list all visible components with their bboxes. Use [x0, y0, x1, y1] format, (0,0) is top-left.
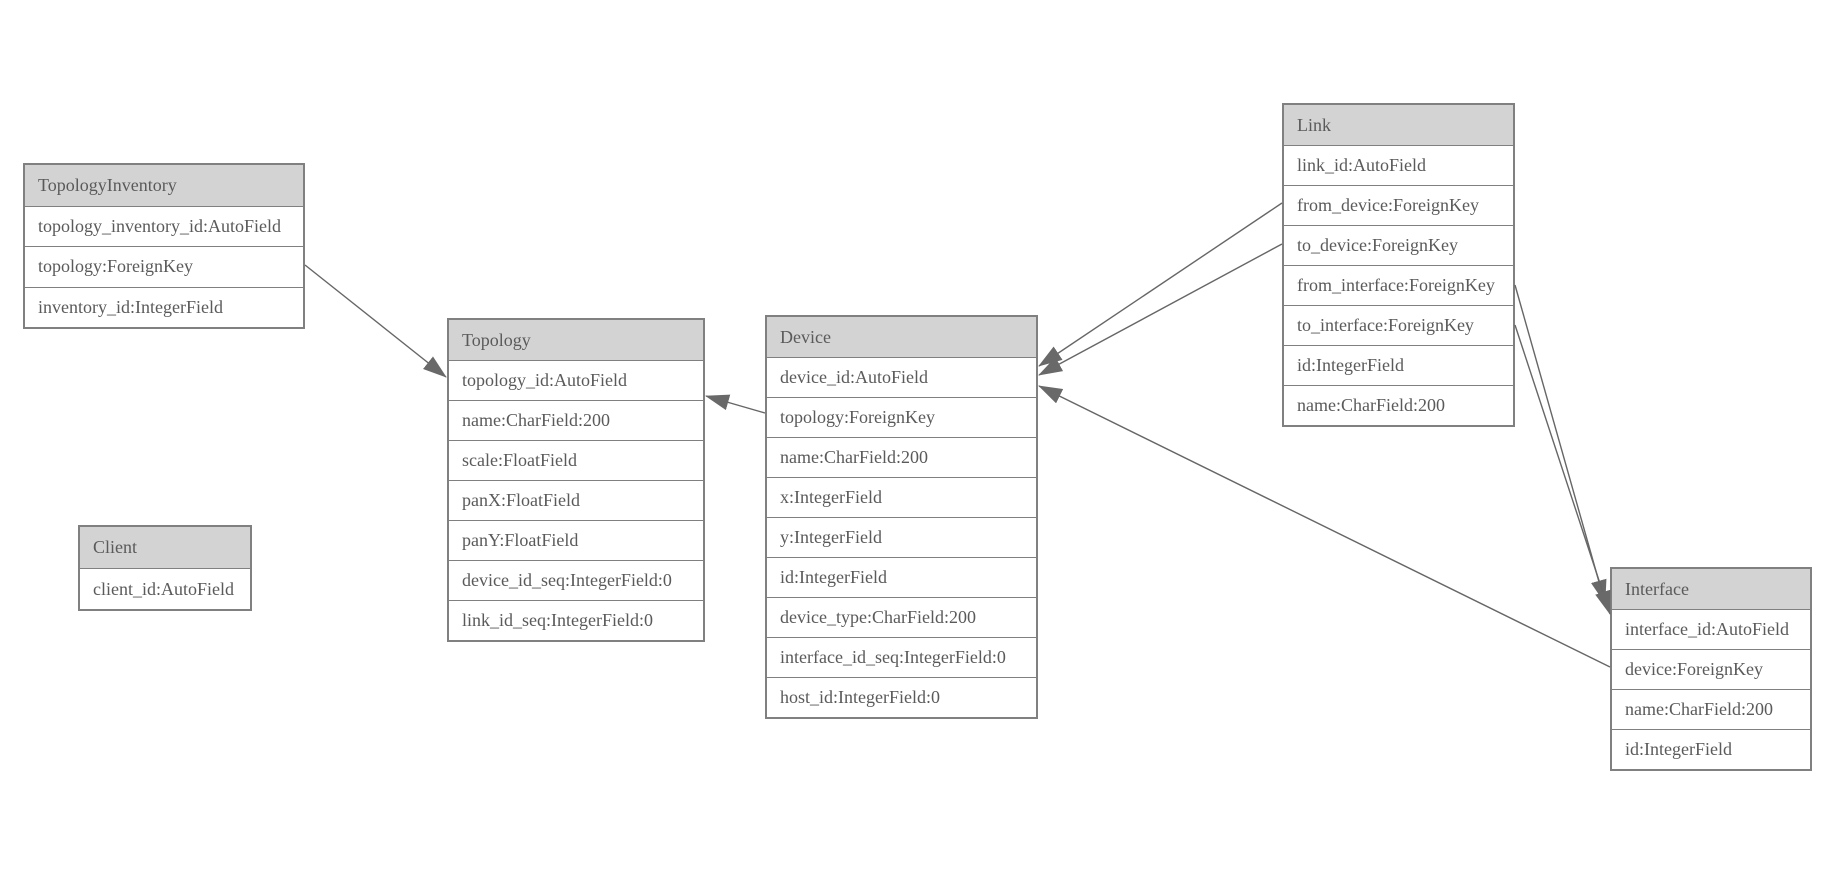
entity-field: link_id:AutoField: [1284, 145, 1513, 185]
relationship-link-from_device-device: [1038, 202, 1283, 367]
entity-title: Topology: [449, 320, 703, 360]
entity-field: device_id:AutoField: [767, 357, 1036, 397]
entity-field: id:IntegerField: [767, 557, 1036, 597]
entity-field: topology:ForeignKey: [25, 246, 303, 287]
entity-field: device_id_seq:IntegerField:0: [449, 560, 703, 600]
entity-field: topology_inventory_id:AutoField: [25, 205, 303, 246]
entity-field: client_id:AutoField: [80, 568, 250, 609]
entity-field: id:IntegerField: [1284, 345, 1513, 385]
relationship-link-from_interface-interface: [1514, 284, 1607, 604]
entity-field: device:ForeignKey: [1612, 649, 1810, 689]
entity-field: name:CharField:200: [449, 400, 703, 440]
entity-field: interface_id:AutoField: [1612, 609, 1810, 649]
entity-title: Interface: [1612, 569, 1810, 609]
entity-field: name:CharField:200: [1612, 689, 1810, 729]
entity-field: name:CharField:200: [1284, 385, 1513, 425]
entity-field: to_device:ForeignKey: [1284, 225, 1513, 265]
entity-field: topology:ForeignKey: [767, 397, 1036, 437]
entity-field: y:IntegerField: [767, 517, 1036, 557]
entity-field: panY:FloatField: [449, 520, 703, 560]
entity-field: from_interface:ForeignKey: [1284, 265, 1513, 305]
relationship-link-to_interface-interface: [1514, 324, 1611, 615]
entity-field: name:CharField:200: [767, 437, 1036, 477]
relationship-link-to_device-device: [1038, 243, 1283, 376]
entity-field: link_id_seq:IntegerField:0: [449, 600, 703, 640]
entity-field: inventory_id:IntegerField: [25, 286, 303, 327]
entity-field: id:IntegerField: [1612, 729, 1810, 769]
entity-field: device_type:CharField:200: [767, 597, 1036, 637]
entity-title: TopologyInventory: [25, 165, 303, 206]
entity-field: from_device:ForeignKey: [1284, 185, 1513, 225]
entity-field: host_id:IntegerField:0: [767, 677, 1036, 717]
entity-field: interface_id_seq:IntegerField:0: [767, 637, 1036, 677]
entity-field: scale:FloatField: [449, 440, 703, 480]
entity-field: topology_id:AutoField: [449, 360, 703, 400]
entity-title: Device: [767, 317, 1036, 357]
relationship-interface-device-device: [1038, 385, 1611, 668]
entity-field: x:IntegerField: [767, 477, 1036, 517]
relationship-topologyinventory-topology-topology: [304, 264, 447, 378]
entity-field: panX:FloatField: [449, 480, 703, 520]
entity-title: Link: [1284, 105, 1513, 145]
relationship-device-topology-topology: [705, 394, 766, 414]
entity-title: Client: [80, 527, 250, 568]
entity-field: to_interface:ForeignKey: [1284, 305, 1513, 345]
